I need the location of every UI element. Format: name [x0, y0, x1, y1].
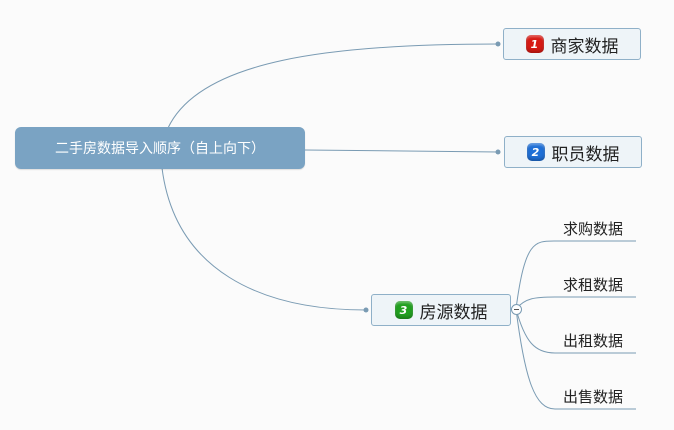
priority-2-icon: 2: [526, 143, 545, 161]
priority-3-icon: 3: [394, 301, 413, 319]
connector-sub-4: [515, 308, 636, 410]
connector-root-topic-3: [161, 167, 367, 311]
topic-merchant-data[interactable]: 1 商家数据: [503, 28, 641, 60]
topic-staff-data[interactable]: 2 职员数据: [504, 136, 642, 168]
connector-root-topic-2: [304, 149, 499, 153]
connector-sub-1: [515, 240, 636, 310]
connector-dot-topic-3: [363, 307, 369, 313]
connector-sub-2: [515, 296, 636, 310]
topic-label: 职员数据: [551, 144, 620, 165]
topic-label: 商家数据: [550, 36, 619, 57]
connector-dot-topic-2: [495, 149, 501, 155]
connector-root-topic-1: [167, 43, 499, 129]
connector-sub-3: [515, 308, 636, 354]
root-topic[interactable]: 二手房数据导入顺序（自上向下）: [15, 127, 305, 169]
collapse-toggle-icon[interactable]: [511, 304, 522, 315]
connector-dot-topic-1: [495, 41, 501, 47]
subtopic-purchase-request[interactable]: 求购数据: [562, 220, 623, 238]
priority-1-icon: 1: [525, 35, 544, 53]
subtopic-for-rent[interactable]: 出租数据: [562, 332, 623, 350]
subtopic-rental-request[interactable]: 求租数据: [562, 276, 623, 294]
topic-property-data[interactable]: 3 房源数据: [371, 294, 511, 326]
topic-label: 房源数据: [419, 302, 488, 323]
subtopic-for-sale[interactable]: 出售数据: [562, 388, 623, 406]
root-topic-label: 二手房数据导入顺序（自上向下）: [55, 141, 265, 157]
